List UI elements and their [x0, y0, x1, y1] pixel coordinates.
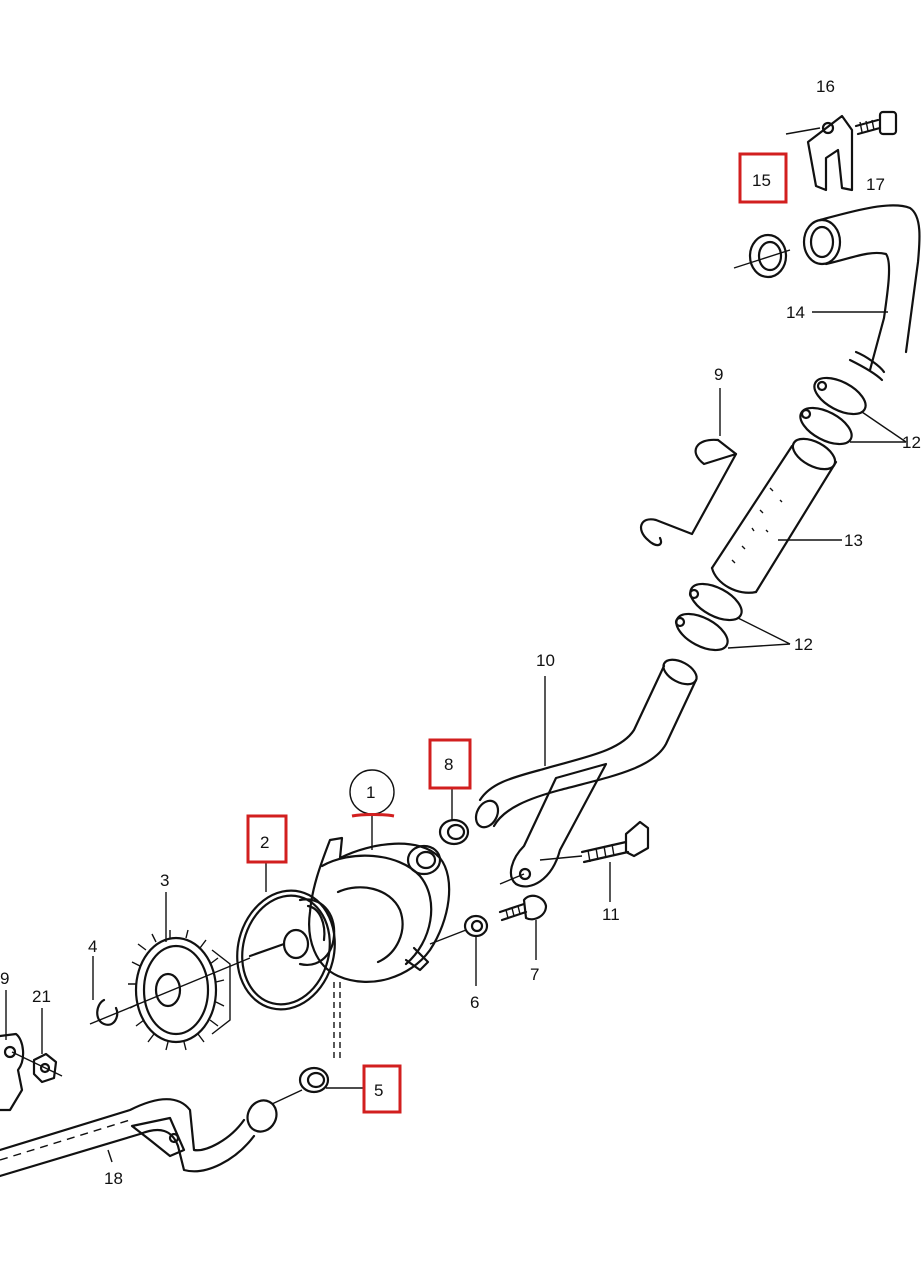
bolt-part-17 [854, 110, 898, 136]
label-part-11: 11 [602, 905, 620, 924]
label-part-5: 5 [374, 1081, 383, 1100]
highlight-box-part-2 [246, 814, 288, 864]
bracket-part-9-left [0, 990, 25, 1112]
label-part-16: 16 [816, 77, 835, 96]
label-part-3: 3 [160, 871, 169, 890]
part-1-callout [349, 769, 395, 850]
circlip-part-4 [92, 956, 119, 1026]
label-part-4: 4 [88, 937, 97, 956]
nut-part-21 [11, 1008, 63, 1084]
label-part-6: 6 [470, 993, 479, 1012]
label-part-2: 2 [260, 833, 269, 852]
label-part-12-lower: 12 [794, 635, 813, 654]
pipe-part-18 [0, 1089, 303, 1178]
hose-clamps-part-12-lower [674, 582, 791, 652]
hose-part-13 [710, 437, 842, 594]
label-part-7: 7 [530, 965, 539, 984]
spring-clip-part-9 [639, 388, 738, 547]
label-part-14: 14 [786, 303, 805, 322]
label-part-1: 1 [366, 783, 375, 802]
bolt-part-11 [539, 820, 650, 902]
highlight-box-part-15 [738, 152, 788, 204]
o-ring-part-5 [298, 1066, 364, 1094]
screw-part-7 [498, 894, 548, 960]
label-part-19: 9 [0, 969, 9, 988]
label-part-12-upper: 12 [902, 433, 921, 452]
pipe-part-10 [474, 658, 698, 888]
o-ring-part-8 [438, 788, 470, 846]
label-part-13: 13 [844, 531, 863, 550]
water-pump-housing-part-1 [248, 836, 451, 1060]
seal-ring-part-15 [733, 233, 791, 279]
washer-part-6 [429, 914, 489, 986]
part-1-highlight-underline [351, 813, 395, 818]
label-part-10: 10 [536, 651, 555, 670]
label-part-15: 15 [752, 171, 771, 190]
label-part-8: 8 [444, 755, 453, 774]
label-part-17: 17 [866, 175, 885, 194]
highlight-box-part-8 [428, 738, 472, 790]
gear-part-3 [128, 892, 231, 1051]
pipe-part-14 [802, 204, 921, 382]
label-part-21: 21 [32, 987, 51, 1006]
label-part-18: 18 [104, 1169, 123, 1188]
highlight-box-part-5 [362, 1064, 402, 1114]
label-part-9: 9 [714, 365, 723, 384]
bracket-part-16 [785, 114, 854, 192]
hose-clamps-part-12-upper [799, 376, 907, 446]
